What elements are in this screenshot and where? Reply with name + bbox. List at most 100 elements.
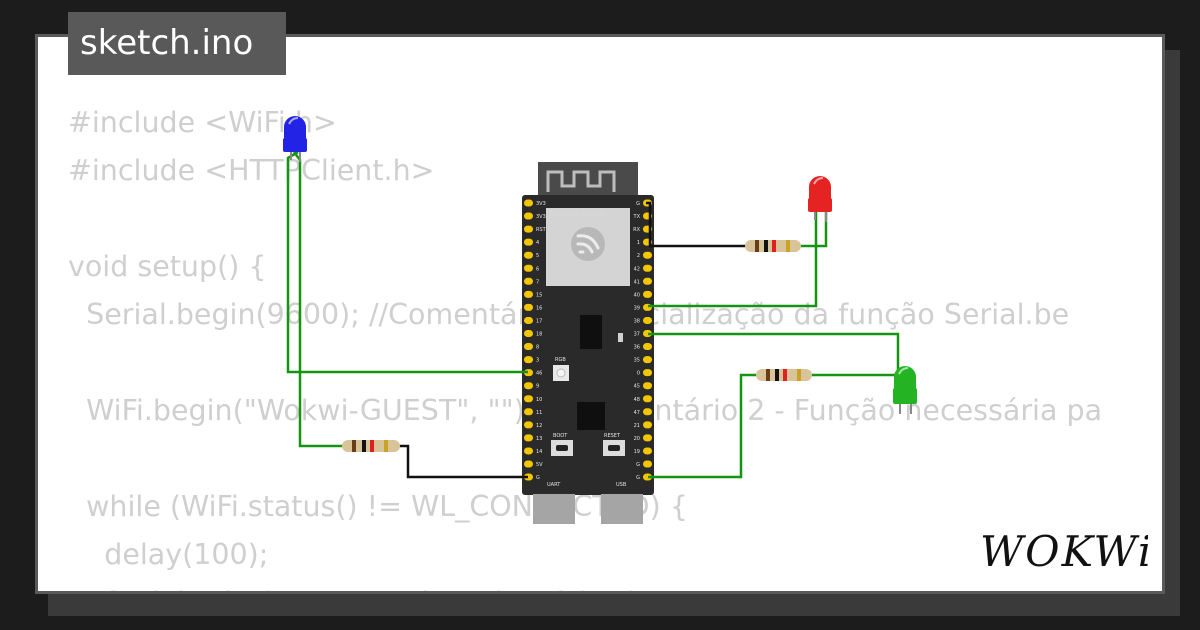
left-pin-label: 7 xyxy=(536,279,539,285)
wire-green-resistor-to-led xyxy=(808,373,904,386)
wire-green-led-to-37 xyxy=(648,332,900,382)
resistor-2[interactable] xyxy=(745,240,801,252)
right-pin-pad[interactable] xyxy=(643,447,652,455)
wire-blue-led-to-resistor xyxy=(293,151,344,448)
code-line: #include <WiFi.h> xyxy=(68,106,337,139)
right-pin-label: 2 xyxy=(637,253,640,259)
left-pin-pad[interactable] xyxy=(524,212,533,220)
right-pin-label: G xyxy=(636,462,640,468)
file-tab[interactable]: sketch.ino xyxy=(68,12,286,75)
left-pin-label: 3V3 xyxy=(536,201,546,207)
right-pin-pad[interactable] xyxy=(643,277,652,285)
left-pin-label: 14 xyxy=(536,449,542,455)
right-pin-pad[interactable] xyxy=(643,395,652,403)
wire-gnd-to-red-resistor xyxy=(646,201,750,248)
left-pin-label: 6 xyxy=(536,266,539,272)
antenna-trace xyxy=(546,170,616,192)
left-pin-pad[interactable] xyxy=(524,343,533,351)
wokwi-logo-text: WOKWi xyxy=(980,527,1148,576)
left-pin-pad[interactable] xyxy=(524,238,533,246)
usb-label: USB xyxy=(616,482,627,488)
left-pin-pad[interactable] xyxy=(524,251,533,259)
esp32-s3-board[interactable]: ESP32-S3-WROOM-1 RGB BOOT RESET UART USB… xyxy=(522,162,654,524)
uart-label: UART xyxy=(547,482,561,488)
left-pin-pad[interactable] xyxy=(524,316,533,324)
led-blue[interactable] xyxy=(283,116,307,162)
right-pin-pad[interactable] xyxy=(643,290,652,298)
left-pin-label: 18 xyxy=(536,332,542,338)
left-pin-label: 13 xyxy=(536,436,542,442)
left-pin-label: 10 xyxy=(536,397,542,403)
usb-port xyxy=(601,494,643,524)
left-pin-pad[interactable] xyxy=(524,460,533,468)
left-pin-label: 9 xyxy=(536,384,539,390)
right-pin-pad[interactable] xyxy=(643,316,652,324)
right-pin-pad[interactable] xyxy=(643,382,652,390)
wire-blue-led-to-46 xyxy=(286,150,528,374)
left-pin-pad[interactable] xyxy=(524,434,533,442)
main-chip xyxy=(577,402,605,430)
right-pin-label: 0 xyxy=(637,371,640,377)
right-pin-label: 21 xyxy=(634,423,640,429)
led-red[interactable] xyxy=(808,176,832,222)
resistor-1[interactable] xyxy=(342,440,400,452)
code-line: Serial.print("Procurando rede WiFi..."); xyxy=(68,586,648,591)
usb-chip xyxy=(580,315,602,349)
right-pin-pad[interactable] xyxy=(643,264,652,272)
left-pin-label: 16 xyxy=(536,305,542,311)
right-pin-label: 45 xyxy=(634,384,640,390)
left-pin-pad[interactable] xyxy=(524,473,533,481)
left-pin-pad[interactable] xyxy=(524,356,533,364)
boot-label: BOOT xyxy=(553,433,568,439)
right-pin-label: 40 xyxy=(634,292,640,298)
left-pin-pad[interactable] xyxy=(524,277,533,285)
right-pin-label: 1 xyxy=(637,240,640,246)
wire-red-resistor-to-led xyxy=(796,212,828,248)
resistor-3[interactable] xyxy=(756,369,812,381)
code-line: void setup() { xyxy=(68,250,267,283)
right-pin-pad[interactable] xyxy=(643,408,652,416)
left-pin-pad[interactable] xyxy=(524,225,533,233)
left-pin-pad[interactable] xyxy=(524,447,533,455)
reset-label: RESET xyxy=(604,433,621,439)
left-pin-label: 17 xyxy=(536,318,542,324)
left-pin-label: 3V3 xyxy=(536,214,546,220)
right-pin-label: 38 xyxy=(634,318,640,324)
left-pin-label: RST xyxy=(536,227,547,233)
left-pin-pad[interactable] xyxy=(524,382,533,390)
right-pin-label: 48 xyxy=(634,397,640,403)
right-pin-label: 35 xyxy=(634,358,640,364)
left-pin-label: 5 xyxy=(536,253,539,259)
left-pin-label: 3 xyxy=(536,358,539,364)
left-pin-pad[interactable] xyxy=(524,421,533,429)
right-pin-label: G xyxy=(636,201,640,207)
espressif-logo-icon xyxy=(571,227,605,261)
left-pin-pad[interactable] xyxy=(524,330,533,337)
right-pin-label: 47 xyxy=(634,410,640,416)
right-pin-pad[interactable] xyxy=(643,251,652,259)
left-pin-pad[interactable] xyxy=(524,290,533,298)
left-pin-pad[interactable] xyxy=(524,199,533,207)
right-pin-label: 20 xyxy=(634,436,640,442)
right-pin-label: RX xyxy=(633,227,640,233)
right-pin-pad[interactable] xyxy=(643,473,652,481)
right-pin-label: 41 xyxy=(634,279,640,285)
right-pin-pad[interactable] xyxy=(643,356,652,364)
left-pin-pad[interactable] xyxy=(524,264,533,272)
right-pin-label: 36 xyxy=(634,345,640,351)
left-pin-label: 46 xyxy=(536,371,542,377)
right-pin-pad[interactable] xyxy=(643,343,652,351)
left-pin-pad[interactable] xyxy=(524,303,533,311)
wokwi-logo: WOKWi xyxy=(980,527,1148,576)
led-green[interactable] xyxy=(893,366,917,414)
right-pin-pad[interactable] xyxy=(643,421,652,429)
left-pin-label: 5V xyxy=(536,462,543,468)
wire-gnd-to-green-resistor xyxy=(648,373,760,479)
right-pin-pad[interactable] xyxy=(643,460,652,468)
right-pin-pad[interactable] xyxy=(643,369,652,377)
left-pin-pad[interactable] xyxy=(524,408,533,416)
left-pin-pad[interactable] xyxy=(524,395,533,403)
right-pin-pad[interactable] xyxy=(643,434,652,442)
